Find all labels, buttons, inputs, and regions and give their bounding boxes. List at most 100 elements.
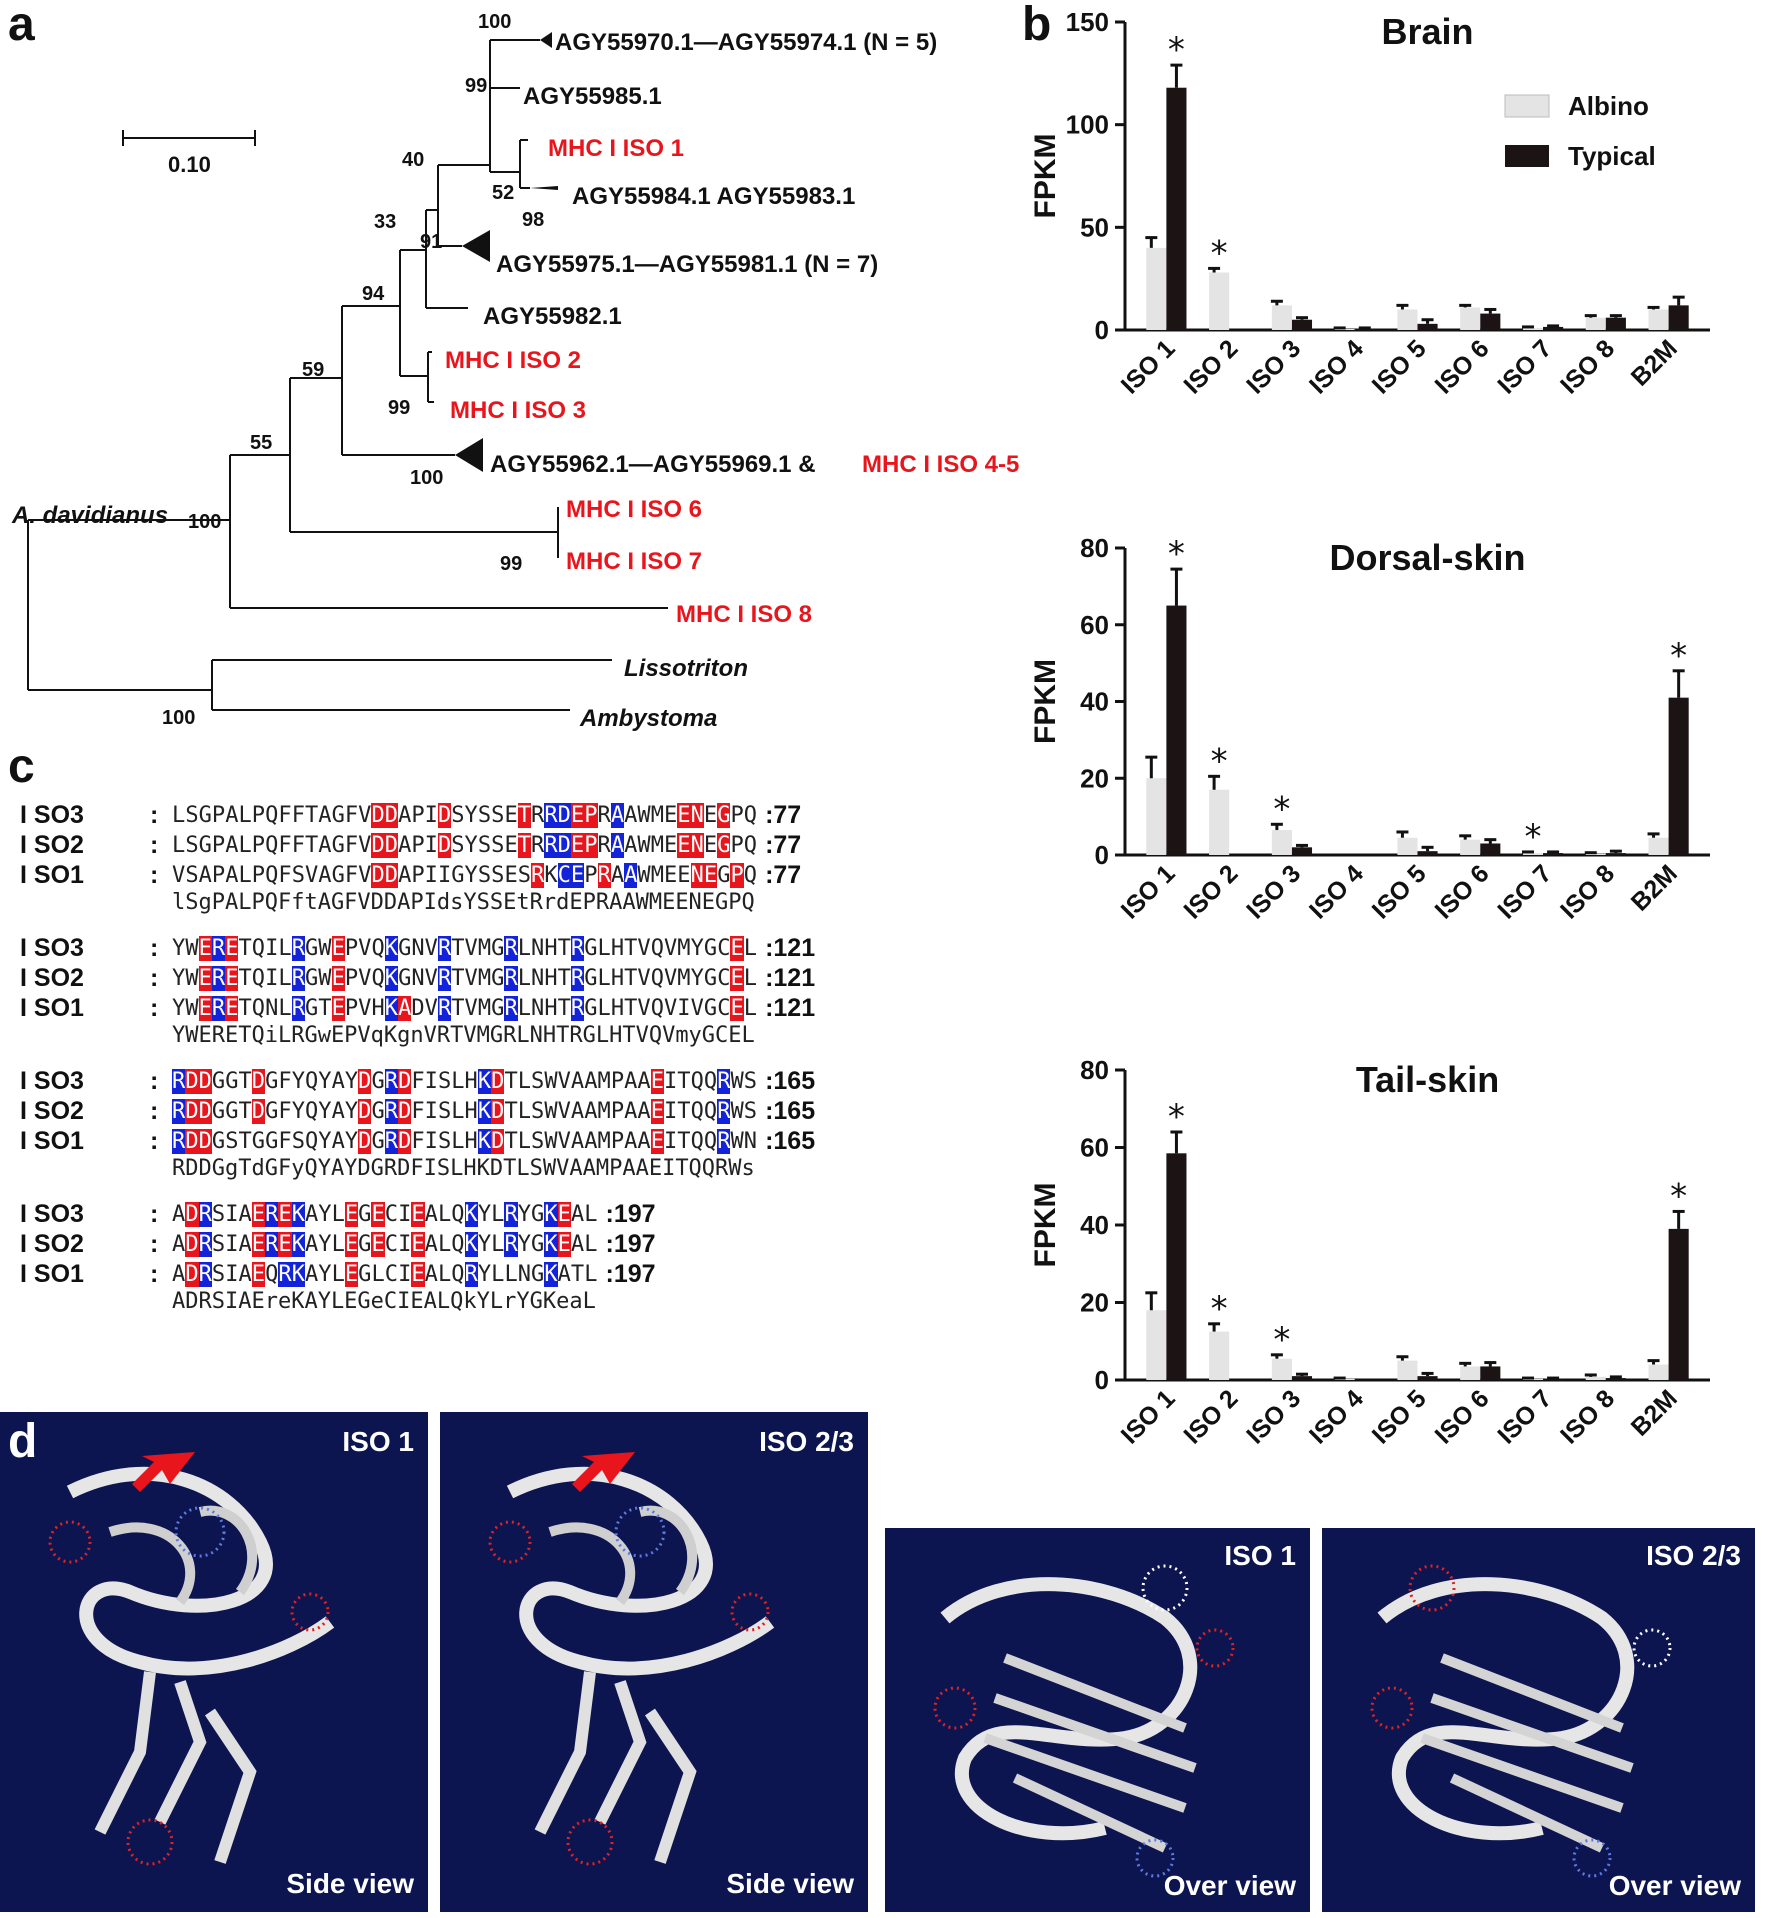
structure-caption: Side view: [726, 1868, 854, 1899]
structure-panel-iso1-over: ISO 1 Over view: [885, 1528, 1310, 1912]
sequence-residues: RDDGGTDGFYQYAYDGRDFISLHKDTLSWVAAMPAAEITQ…: [172, 1068, 758, 1094]
bootstrap-value: 52: [492, 182, 514, 204]
separator: :: [150, 1259, 159, 1288]
red-arrow-marker: [132, 1452, 195, 1492]
y-axis-label: FPKM: [1029, 1183, 1062, 1268]
structure-panel-iso1-side: ISO 1 Side view: [0, 1412, 428, 1912]
legend-swatch: [1505, 145, 1549, 167]
y-axis-label: FPKM: [1029, 659, 1062, 744]
bootstrap-value: 99: [388, 397, 410, 419]
bar-typical: [1668, 697, 1689, 855]
bar-typical: [1291, 1376, 1313, 1380]
sequence-residues: YWERETQILRGWEPVQKGNVRTVMGRLNHTRGLHTVQVMY…: [172, 935, 758, 961]
consensus-sequence: YWERETQiLRGwEPVqKgnVRTVMGRLNHTRGLHTVQVmy…: [172, 1023, 755, 1048]
y-tick-label: 0: [1095, 840, 1109, 870]
sequence-name: I SO3: [20, 1066, 84, 1095]
bar-typical: [1291, 319, 1313, 330]
x-tick-label: B2M: [1626, 859, 1683, 916]
y-tick-label: 100: [1066, 110, 1109, 140]
x-tick-label: ISO 3: [1241, 859, 1306, 924]
y-tick-label: 0: [1095, 1365, 1109, 1395]
alignment-block: I SO3:LSGPALPQFFTAGFVDDAPIDSYSSETRRDEPRA…: [20, 800, 980, 916]
chart-title: Brain: [1381, 11, 1473, 52]
collapsed-clade-marker: [455, 438, 483, 472]
bar-typical: [1166, 1153, 1187, 1380]
sequence-name: I SO1: [20, 1259, 84, 1288]
significance-star: *: [1273, 789, 1290, 829]
bar-albino: [1209, 789, 1230, 855]
sequence-residues: ADRSIAEREKAYLEGECIEALQKYLRYGKEAL: [172, 1201, 598, 1227]
bar-typical: [1480, 313, 1501, 330]
bootstrap-value: 99: [465, 75, 487, 97]
tree-tip-label: MHC I ISO 7: [566, 548, 702, 575]
bar-typical: [1543, 326, 1564, 330]
significance-star: *: [1670, 1176, 1687, 1216]
bar-albino: [1585, 853, 1606, 855]
significance-star: *: [1670, 636, 1687, 676]
alignment-row: I SO1:RDDGSTGGFSQYAYDGRDFISLHKDTLSWVAAMP…: [20, 1126, 980, 1156]
significance-star: *: [1168, 1097, 1185, 1137]
protein-ribbon: [933, 1564, 1235, 1878]
bar-typical: [1166, 605, 1187, 855]
bar-typical: [1480, 1366, 1501, 1380]
sequence-name: I SO2: [20, 830, 84, 859]
bar-albino: [1648, 837, 1669, 855]
residue-count: :121: [765, 993, 816, 1022]
significance-star: *: [1273, 1320, 1290, 1360]
tree-tip-label: AGY55982.1: [483, 303, 622, 330]
alignment-row: I SO2:LSGPALPQFFTAGFVDDAPIDSYSSETRRDEPRA…: [20, 830, 980, 860]
x-tick-label: ISO 6: [1430, 859, 1495, 924]
structure-caption: Over view: [1163, 1870, 1296, 1901]
bar-typical: [1354, 328, 1375, 330]
legend-label: Typical: [1568, 141, 1656, 171]
bar-typical: [1543, 853, 1564, 855]
consensus-sequence: lSgPALPQFftAGFVDDAPIdsYSSEtRrdEPRAAWMEEN…: [172, 890, 755, 915]
tree-tip-label: MHC I ISO 8: [676, 601, 812, 628]
bar-albino: [1648, 309, 1669, 330]
y-tick-label: 0: [1095, 315, 1109, 345]
residue-count: :121: [765, 933, 816, 962]
x-tick-label: ISO 7: [1492, 859, 1557, 924]
x-tick-label: ISO 5: [1367, 334, 1432, 399]
significance-star: *: [1211, 233, 1228, 273]
tree-tip-label: AGY55962.1—AGY55969.1 &: [490, 451, 816, 478]
bootstrap-value: 94: [362, 283, 385, 305]
bar-albino: [1146, 1310, 1167, 1380]
bar-albino: [1522, 853, 1544, 855]
chart-title: Dorsal-skin: [1329, 537, 1525, 578]
phylogenetic-tree: [27, 32, 668, 711]
tree-labels: AGY55970.1—AGY55974.1 (N = 5)AGY55985.1M…: [11, 11, 1019, 732]
bootstrap-value: 59: [302, 359, 324, 381]
sequence-alignment: I SO3:LSGPALPQFFTAGFVDDAPIDSYSSETRRDEPRA…: [20, 800, 980, 1332]
panel-label-c: c: [8, 740, 35, 793]
bar-albino: [1648, 1364, 1669, 1380]
significance-star: *: [1211, 741, 1228, 781]
y-tick-label: 50: [1080, 212, 1109, 242]
separator: :: [150, 830, 159, 859]
bar-albino: [1522, 327, 1544, 330]
sequence-name: I SO1: [20, 860, 84, 889]
alignment-block: I SO3:RDDGGTDGFYQYAYDGRDFISLHKDTLSWVAAMP…: [20, 1066, 980, 1182]
y-tick-label: 60: [1080, 610, 1109, 640]
bar-albino: [1146, 778, 1167, 855]
bar-albino: [1585, 1376, 1606, 1380]
structure-label: ISO 1: [1224, 1540, 1296, 1571]
bar-typical: [1668, 1228, 1689, 1380]
bar-typical: [1480, 843, 1501, 855]
residue-count: :165: [765, 1066, 816, 1095]
structure-label: ISO 2/3: [759, 1426, 854, 1457]
tree-tip-label: MHC I ISO 4-5: [862, 451, 1019, 478]
residue-count: :77: [765, 860, 802, 889]
structure-panel-iso23-side: ISO 2/3 Side view: [440, 1412, 868, 1912]
x-tick-label: ISO 5: [1367, 1384, 1432, 1449]
alignment-row: I SO1:VSAPALPQFSVAGFVDDAPIIGYSSESRKCEPRA…: [20, 860, 980, 890]
separator: :: [150, 933, 159, 962]
alignment-row: I SO1:ADRSIAEQRKAYLEGLCIEALQRYLLNGKATL:1…: [20, 1259, 980, 1289]
x-tick-label: ISO 4: [1304, 859, 1369, 924]
significance-star: *: [1211, 1289, 1228, 1329]
residue-count: :165: [765, 1096, 816, 1125]
sequence-residues: ADRSIAEQRKAYLEGLCIEALQRYLLNGKATL: [172, 1261, 598, 1287]
bar-typical: [1605, 1378, 1626, 1380]
